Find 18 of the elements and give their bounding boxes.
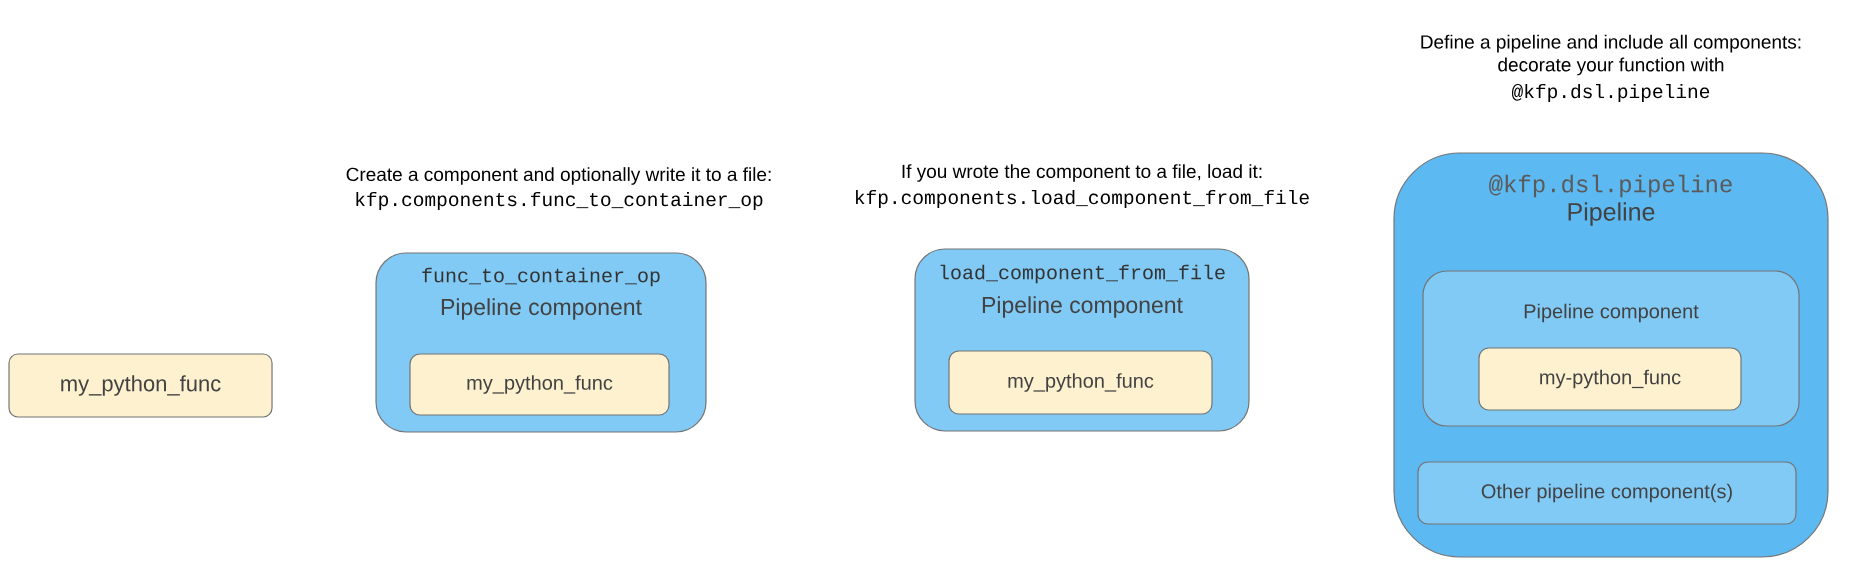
code-label: load_component_from_file (940, 264, 1225, 284)
code-caption: kfp.components.func_to_container_op (356, 191, 763, 211)
component-box: Other pipeline component(s) (1417, 461, 1797, 525)
code-caption: @kfp.dsl.pipeline (1511, 83, 1710, 103)
caption-text: If you wrote the component to a file, load it: (902, 164, 1262, 182)
function-box: my_python_func (948, 350, 1213, 415)
code-label: @kfp.dsl.pipeline (1489, 174, 1732, 198)
box-title: Pipeline component (982, 296, 1183, 318)
function-box: my_python_func (409, 353, 670, 416)
caption-text: Create a component and optionally write it to a file: (346, 167, 771, 185)
code-caption: kfp.components.load_component_from_file (856, 189, 1309, 209)
box-title: Pipeline component (441, 298, 642, 320)
caption-text: Define a pipeline and include all components: decorate your function with (1421, 34, 1801, 76)
code-label: func_to_container_op (422, 267, 660, 287)
function-box: my_python_func (8, 353, 273, 418)
function-box: my-python_func (1478, 347, 1742, 411)
box-title: Pipeline component (1524, 303, 1699, 323)
box-title: Pipeline (1568, 202, 1655, 226)
